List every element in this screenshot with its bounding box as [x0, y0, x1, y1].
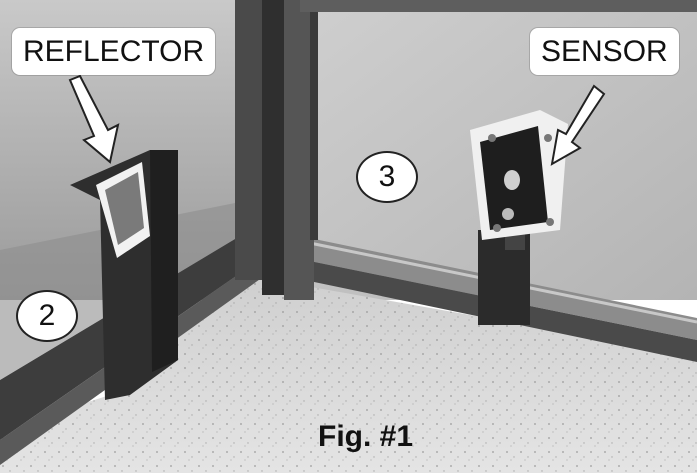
- reflector-label: REFLECTOR: [12, 28, 216, 75]
- marker-2-badge: 2: [16, 290, 78, 342]
- reflector-arrow-icon: [68, 74, 120, 164]
- sensor-lens: [504, 170, 520, 190]
- figure-caption: Fig. #1: [318, 420, 414, 453]
- sensor-label: SENSOR: [530, 28, 679, 75]
- marker-2-text: 2: [38, 299, 56, 332]
- corner-post: [235, 0, 265, 280]
- marker-3-badge: 3: [356, 151, 418, 203]
- marker-3-text: 3: [378, 160, 396, 193]
- sensor-arrow-icon: [550, 84, 606, 166]
